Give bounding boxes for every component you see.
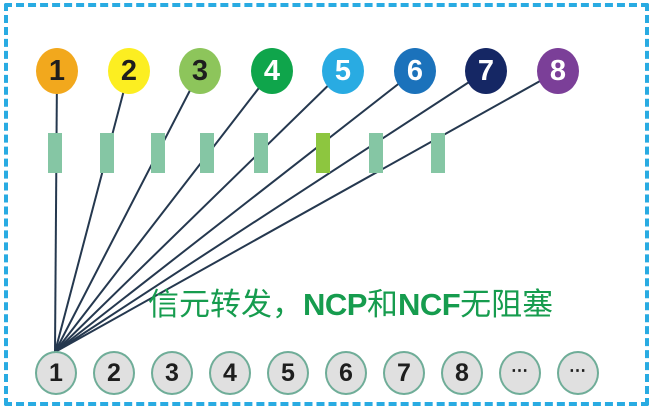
top-port-node-4: 4: [251, 48, 293, 94]
caption-segment-4: NCF: [397, 287, 461, 322]
link-line-2: [54, 70, 130, 353]
switch-cell-2: [100, 133, 114, 173]
bottom-port-node-more: ⋯: [499, 351, 541, 395]
switch-cell-4: [200, 133, 214, 173]
switch-cell-5: [254, 133, 268, 173]
bottom-port-node-3: 3: [151, 351, 193, 395]
link-line-6: [54, 70, 416, 353]
top-port-node-6: 6: [394, 48, 436, 94]
link-line-3: [54, 70, 201, 353]
bottom-port-node-2: 2: [93, 351, 135, 395]
top-port-node-5: 5: [322, 48, 364, 94]
bottom-port-node-more: ⋯: [557, 351, 599, 395]
switch-cell-8: [431, 133, 445, 173]
top-port-node-1: 1: [36, 48, 78, 94]
caption-segment-5: 无阻塞: [460, 287, 554, 322]
switch-cell-3: [151, 133, 165, 173]
bottom-port-node-4: 4: [209, 351, 251, 395]
caption-text: 信元转发，NCP和NCF无阻塞: [148, 286, 553, 323]
bottom-port-node-5: 5: [267, 351, 309, 395]
caption-segment-1: 信元转发，: [148, 287, 303, 322]
link-line-7: [54, 70, 487, 353]
caption-segment-3: 和: [366, 287, 398, 322]
top-port-node-8: 8: [537, 48, 579, 94]
bottom-port-node-8: 8: [441, 351, 483, 395]
bottom-port-node-7: 7: [383, 351, 425, 395]
top-port-node-2: 2: [108, 48, 150, 94]
link-line-8: [54, 70, 559, 353]
link-line-5: [54, 70, 344, 353]
caption-segment-2: NCP: [303, 287, 367, 322]
top-port-node-7: 7: [465, 48, 507, 94]
top-port-node-3: 3: [179, 48, 221, 94]
switch-cell-6: [316, 133, 330, 173]
bottom-port-node-1: 1: [35, 351, 77, 395]
switch-cell-7: [369, 133, 383, 173]
bottom-port-node-6: 6: [325, 351, 367, 395]
link-line-4: [54, 70, 273, 353]
link-line-1: [54, 70, 58, 353]
switch-cell-1: [48, 133, 62, 173]
